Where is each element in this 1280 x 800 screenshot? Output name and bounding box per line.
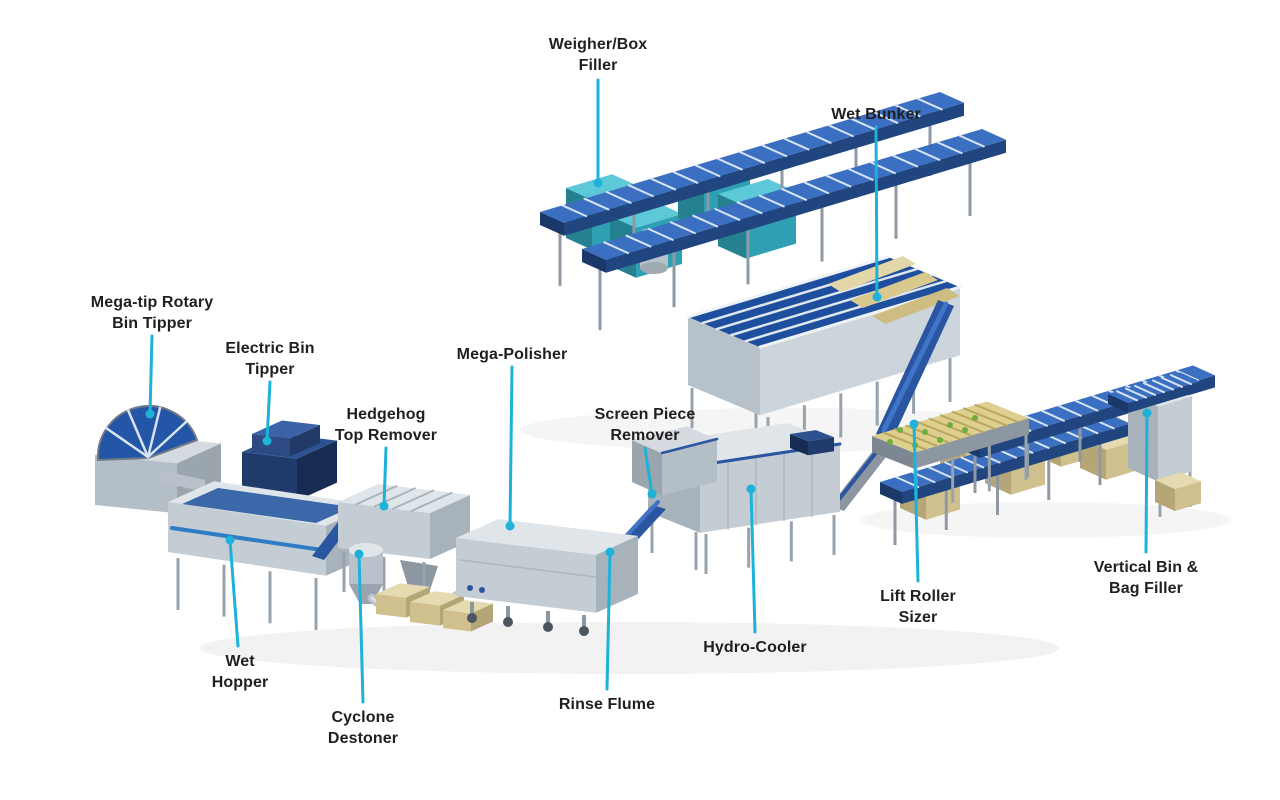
leader-dot-hydro-cooler [746,484,756,494]
leader-line-cyclone-destoner [357,552,365,704]
label-hydro-cooler: Hydro-Cooler [703,639,807,656]
leader-dot-screen-piece-remover [647,489,657,499]
leader-dot-wet-hopper [225,535,235,545]
label-wet-bunker: Wet Bunker [831,106,921,123]
leader-dot-wet-bunker [872,292,882,302]
machine-lift-roller-sizer [830,401,1029,514]
leader-dot-rinse-flume [605,547,615,557]
label-wet-hopper: Wet Hopper [211,653,269,691]
leader-dot-vertical-bin-bag-filler [1142,408,1152,418]
label-hedgehog-top-remover: Hedgehog Top Remover [334,406,438,444]
machine-mega-polisher [456,519,638,636]
leader-dot-mega-polisher [505,521,515,531]
leader-line-lift-roller-sizer [912,422,920,583]
machine-wet-bunker [686,255,962,461]
leader-dot-mega-tip-rotary-bin-tipper [145,409,155,419]
label-vertical-bin-bag-filler: Vertical Bin & Bag Filler [1093,559,1199,597]
leader-dot-hedgehog-top-remover [379,501,389,511]
label-electric-bin-tipper: Electric Bin Tipper [225,340,315,378]
leader-line-screen-piece-remover [643,446,654,496]
machine-cyclone-destoner [349,543,493,632]
leader-dot-cyclone-destoner [354,549,364,559]
label-rinse-flume: Rinse Flume [558,696,656,713]
label-screen-piece-remover: Screen Piece Remover [594,406,696,444]
leader-dot-lift-roller-sizer [909,419,919,429]
leader-line-vertical-bin-bag-filler [1144,411,1149,554]
overhead-conveyors [540,92,1006,330]
label-mega-tip-rotary-bin-tipper: Mega-tip Rotary Bin Tipper [90,294,214,332]
machine-screen-piece-remover [632,426,719,496]
leader-line-mega-polisher [508,365,514,528]
leader-line-mega-tip-rotary-bin-tipper [148,334,154,416]
label-cyclone-destoner: Cyclone Destoner [327,709,399,747]
leader-dot-electric-bin-tipper [262,436,272,446]
leader-line-hedgehog-top-remover [382,446,388,508]
machine-electric-bin-tipper [242,420,337,501]
leader-line-hydro-cooler [749,487,757,634]
leader-line-rinse-flume [605,550,612,691]
leader-line-wet-bunker [874,125,879,299]
label-mega-polisher: Mega-Polisher [456,346,568,363]
leader-dot-weigher-box-filler [593,178,603,188]
label-lift-roller-sizer: Lift Roller Sizer [880,588,956,626]
label-weigher-box-filler: Weigher/Box Filler [548,36,648,74]
leader-line-wet-hopper [228,538,240,648]
leader-line-electric-bin-tipper [265,380,272,443]
